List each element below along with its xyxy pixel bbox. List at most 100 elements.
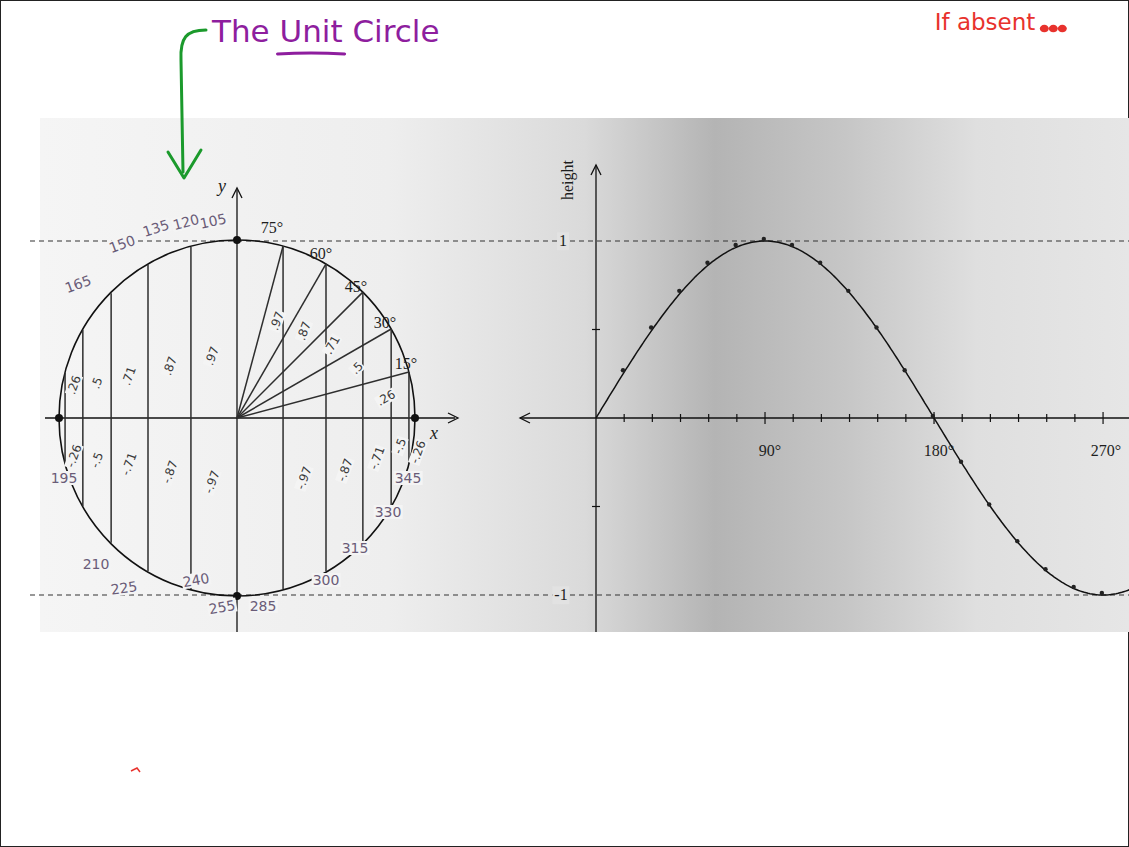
radius-line — [237, 372, 409, 418]
angle-note: 105 — [197, 211, 228, 231]
angle-tick — [652, 414, 653, 422]
angle-axis-arrow — [520, 413, 530, 423]
plotted-point — [705, 261, 709, 265]
sine-curve — [596, 241, 1129, 595]
arrow-head — [168, 150, 201, 178]
angle-note: 255 — [207, 598, 238, 617]
height-value: -.97 — [202, 468, 222, 496]
height-line — [325, 418, 327, 571]
angle-note: 135 — [140, 217, 172, 239]
angle-note: 165 — [62, 273, 94, 296]
height-line — [362, 292, 364, 418]
axis-value: 1 — [557, 232, 569, 250]
angle-tick — [1074, 414, 1075, 422]
height-value: -.97 — [294, 464, 314, 492]
plotted-point — [1071, 585, 1075, 589]
angle-tick — [1046, 414, 1047, 422]
angle-label: 30° — [374, 314, 396, 332]
angle-tick — [962, 414, 963, 422]
height-axis-arrow — [591, 165, 601, 175]
height-value: -.71 — [119, 450, 139, 478]
height-line — [282, 418, 284, 589]
height-value: .5 — [89, 375, 105, 392]
angle-tick — [764, 412, 765, 424]
scanned-worksheet — [40, 118, 1129, 632]
plotted-point — [846, 289, 850, 293]
plotted-point — [902, 368, 906, 372]
angle-mark: 180° — [924, 442, 954, 460]
height-line — [64, 373, 66, 463]
plotted-point — [790, 243, 794, 247]
plotted-point — [649, 325, 653, 329]
plotted-point — [621, 368, 625, 372]
axis-name: y — [218, 177, 226, 197]
height-tick — [592, 506, 600, 507]
axis-value: -1 — [552, 586, 569, 604]
axis-point — [411, 414, 419, 422]
plotted-point — [677, 289, 681, 293]
angle-label: 45° — [345, 278, 367, 296]
angle-tick — [1102, 412, 1103, 424]
page-title: The Unit Circle — [212, 14, 440, 48]
axis-ticks — [592, 330, 1129, 507]
height-value: .26 — [65, 373, 83, 397]
height-value: .87 — [295, 319, 313, 343]
axis-points — [55, 236, 419, 600]
plotted-point — [931, 414, 935, 418]
angle-tick — [821, 414, 822, 422]
title-underline — [278, 53, 345, 54]
height-value: .97 — [203, 344, 221, 368]
height-value: -.5 — [88, 450, 105, 471]
height-line — [390, 329, 392, 418]
height-value: .97 — [268, 309, 286, 333]
ellipsis-dot — [1049, 25, 1058, 33]
height-line — [408, 372, 410, 418]
top-dashed-line — [30, 240, 1129, 241]
bottom-dashed-line — [30, 594, 1129, 595]
angle-note: 150 — [106, 233, 138, 256]
angle-label: 60° — [310, 245, 332, 263]
angle-tick — [905, 414, 906, 422]
plotted-point — [733, 243, 737, 247]
axis-point — [233, 236, 241, 244]
plotted-point — [818, 261, 822, 265]
radius-line — [237, 292, 363, 418]
height-line — [110, 293, 112, 543]
height-value: .5 — [348, 359, 366, 377]
x-axis-arrow — [448, 413, 458, 423]
height-line — [190, 247, 192, 589]
plotted-point — [1015, 539, 1019, 543]
angle-label: 15° — [395, 355, 417, 373]
y-axis — [236, 190, 237, 632]
angle-tick — [877, 414, 878, 422]
height-line — [362, 418, 364, 543]
angle-tick — [849, 414, 850, 422]
radius-line — [237, 264, 326, 418]
stray-mark — [131, 768, 140, 772]
angle-tick — [624, 414, 625, 422]
angle-note: 120 — [170, 212, 201, 233]
height-value: -.26 — [64, 442, 84, 470]
angle-note: 315 — [341, 541, 370, 555]
angle-note: 240 — [181, 571, 212, 590]
angle-tick — [1018, 414, 1019, 422]
ellipsis-dot — [1040, 25, 1049, 33]
angle-mark: 270° — [1091, 442, 1121, 460]
angle-label: 75° — [261, 219, 283, 237]
height-value: .71 — [322, 333, 343, 357]
pointer-arrow — [168, 30, 206, 178]
height-value: .87 — [161, 354, 179, 378]
height-value: -.71 — [367, 444, 387, 472]
angle-tick — [708, 414, 709, 422]
angle-tick — [736, 414, 737, 422]
axis-name: height — [559, 160, 577, 200]
angle-note: 195 — [50, 471, 79, 485]
plotted-point — [874, 325, 878, 329]
plotted-point — [762, 237, 766, 241]
plotted-point — [959, 460, 963, 464]
angle-tick — [990, 414, 991, 422]
pencil-lines — [65, 246, 409, 589]
ellipsis-dot — [1058, 25, 1067, 33]
angle-note: 285 — [249, 599, 278, 613]
